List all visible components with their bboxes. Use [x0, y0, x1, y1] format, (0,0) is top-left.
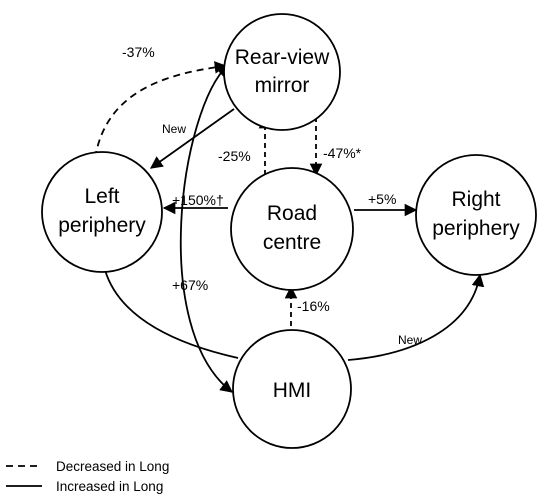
node-label: periphery — [58, 214, 146, 237]
edge-label-mirror-to-road: -47%* — [323, 145, 362, 161]
edge-hmi-mirror — [179, 64, 234, 393]
node-rear-view-mirror: Rear-view mirror — [223, 13, 341, 131]
node-left-periphery: Left periphery — [41, 151, 163, 273]
edge-label-hmi-to-road: -16% — [297, 298, 330, 314]
node-right-periphery: Right periphery — [415, 154, 537, 276]
edge-hmi-to-right — [347, 273, 485, 361]
node-label: Road — [267, 202, 317, 225]
edge-label-hmi-to-mirror: +67% — [172, 277, 208, 293]
legend: Decreased in Long Increased in Long — [6, 459, 169, 494]
edge-label-hmi-to-right: New — [398, 333, 422, 347]
node-label: Rear-view — [235, 46, 330, 69]
node-label: HMI — [273, 379, 312, 402]
edge-label-road-to-right: +5% — [368, 191, 396, 207]
edge-label-left-to-mirror: -37% — [122, 44, 155, 60]
node-hmi: HMI — [232, 329, 352, 449]
legend-label-decreased: Decreased in Long — [56, 459, 169, 474]
legend-label-increased: Increased in Long — [56, 479, 163, 494]
edge-left-to-hmi — [104, 269, 239, 359]
edge-left-to-mirror — [94, 61, 228, 159]
node-label: centre — [263, 231, 321, 254]
edge-label-road-to-left: +150%† — [172, 192, 224, 208]
node-label: Right — [451, 188, 500, 211]
node-label: Left — [84, 185, 119, 208]
edge-label-mirror-to-left: New — [162, 122, 186, 136]
node-label: mirror — [255, 74, 310, 97]
node-label: periphery — [432, 217, 520, 240]
node-road-centre: Road centre — [230, 167, 354, 291]
edge-label-road-to-mirror: -25% — [218, 148, 251, 164]
